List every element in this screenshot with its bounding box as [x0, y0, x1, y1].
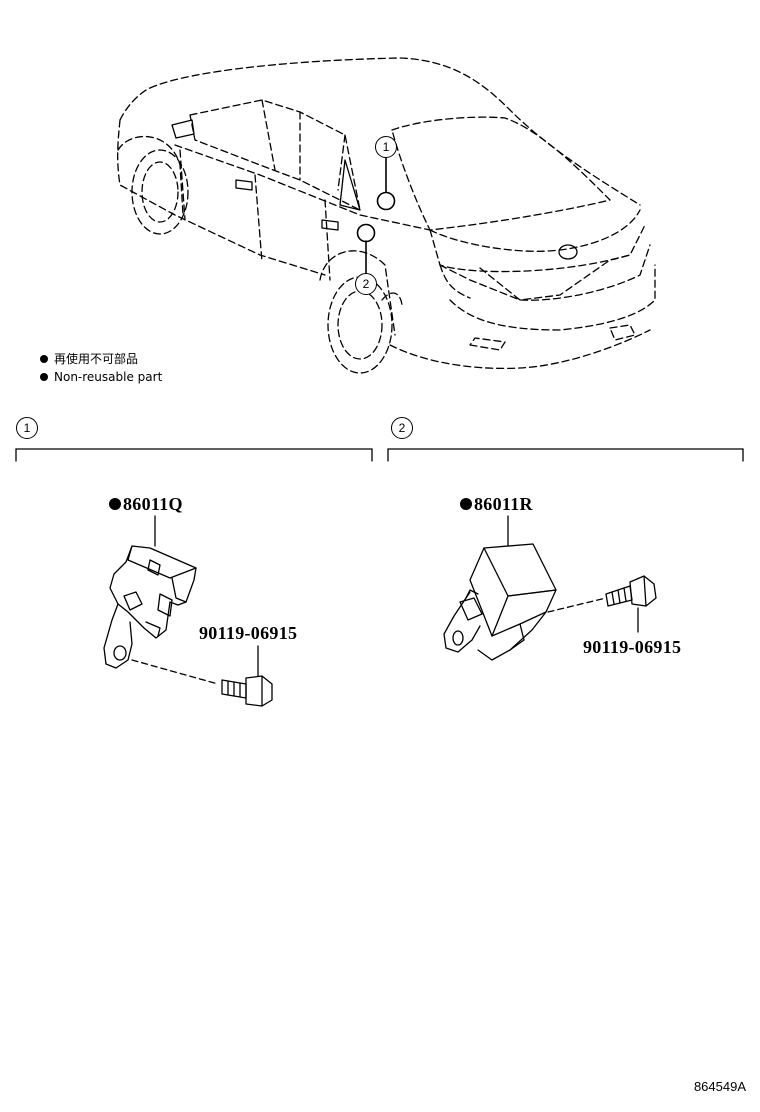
callout-1-car: 1: [375, 136, 397, 158]
callout-2-car: 2: [355, 273, 377, 295]
legend-text-ja: 再使用不可部品: [54, 352, 139, 366]
section-bracket-2: [387, 448, 744, 462]
bolt-90119-06915-left: [221, 675, 273, 707]
illustration-code: 864549A: [693, 1079, 746, 1094]
non-reusable-dot-icon: [40, 355, 48, 363]
bolt-number-right: 90119-06915: [583, 637, 682, 657]
section-1-number: 1: [16, 417, 38, 439]
non-reusable-dot-icon: [109, 498, 121, 510]
legend-text-en: Non-reusable part: [54, 370, 163, 384]
non-reusable-dot-icon: [460, 498, 472, 510]
part-number-86011r: 86011R: [460, 494, 533, 515]
car-illustration: [117, 57, 656, 374]
section-bracket-1: [15, 448, 373, 462]
part-86011q-illustration: [103, 515, 273, 707]
part-number-text: 86011Q: [123, 494, 183, 514]
section-2-number: 2: [391, 417, 413, 439]
sensor-location-marker: [376, 191, 396, 211]
legend-japanese: 再使用不可部品: [40, 350, 138, 368]
part-number-text: 86011R: [474, 494, 533, 514]
bolt-90119-06915-right: [605, 575, 657, 607]
part-number-86011q: 86011Q: [109, 494, 183, 515]
legend-english: Non-reusable part: [40, 368, 162, 386]
bolt-number-left: 90119-06915: [199, 623, 298, 643]
part-86011r-illustration: [443, 515, 657, 661]
sensor-location-marker: [356, 223, 376, 243]
non-reusable-dot-icon: [40, 373, 48, 381]
